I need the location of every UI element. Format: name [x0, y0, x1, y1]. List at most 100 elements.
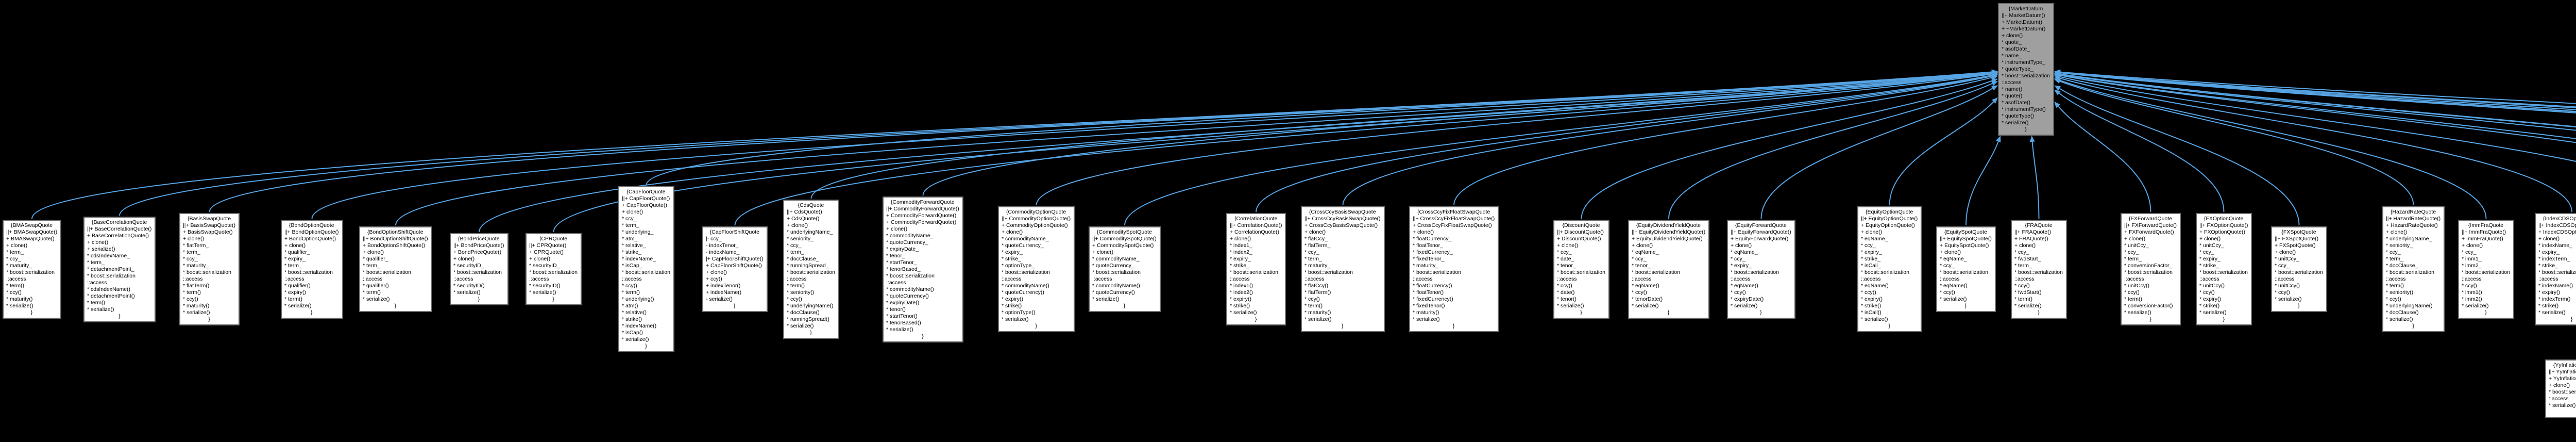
class-node-FXSpotQuote[interactable]: {FXSpotQuote||+ FXSpotQuote()+ FXSpotQuo… — [2271, 226, 2327, 312]
inheritance-edge — [646, 72, 1992, 186]
class-node-YyInflationCapFloorQuote[interactable]: {YyInflationCapFloorQuote||+ YyInflation… — [2545, 359, 2576, 418]
class-member: * tenor_ — [1557, 263, 1576, 269]
class-member: * expiry() — [1002, 296, 1024, 302]
class-member: * strike() — [1230, 303, 1250, 309]
class-member: ::access — [1940, 276, 1960, 282]
class-member: ::access — [2549, 396, 2569, 402]
class-member: + clone() — [1092, 249, 1114, 255]
inheritance-arrowhead — [2054, 85, 2061, 91]
closing-brace: } — [1964, 303, 1967, 309]
class-node-BondPriceQuote[interactable]: {BondPriceQuote||+ BondPriceQuote()+ Bon… — [450, 233, 509, 305]
inheritance-edge — [2060, 75, 2576, 143]
inheritance-arrowhead — [1991, 85, 1998, 91]
class-node-ImmFraQuote[interactable]: {ImmFraQuote||+ ImmFraQuote()+ ImmFraQuo… — [2458, 220, 2514, 319]
class-member: * fixedTenor() — [1413, 303, 1445, 309]
class-member: * serialize() — [2275, 296, 2302, 302]
class-node-EquityOptionQuote[interactable]: {EquityOptionQuote||+ EquityOptionQuote(… — [1857, 206, 1922, 332]
class-member: ||+ BMASwapQuote() — [6, 229, 58, 235]
closing-brace: } — [1255, 316, 1257, 322]
class-node-EquityDividendYieldQuote[interactable]: {EquityDividendYieldQuote||+ EquityDivid… — [1628, 220, 1710, 319]
class-member: * term_ — [1304, 256, 1322, 262]
class-node-CommodityForwardQuote[interactable]: {CommodityForwardQuote||+ CommodityForwa… — [883, 197, 963, 342]
closing-brace: } — [394, 303, 397, 309]
class-node-CrossCcyBasisSwapQuote[interactable]: {CrossCcyBasisSwapQuote||+ CrossCcyBasis… — [1301, 206, 1385, 332]
class-node-EquityForwardQuote[interactable]: {EquityForwardQuote||+ EquityForwardQuot… — [1727, 220, 1795, 319]
class-member: + CrossCcyFixFloatSwapQuote() — [1413, 222, 1492, 228]
class-node-FXForwardQuote[interactable]: {FXForwardQuote||+ FXForwardQuote()+ FXF… — [2121, 213, 2181, 325]
class-node-CapFloorShiftQuote[interactable]: {CapFloorShiftQuote|- ccy_- indexTenor_-… — [702, 226, 768, 312]
class-member: ::access — [6, 276, 26, 282]
class-member: * qualifier() — [284, 283, 311, 289]
class-node-FXOptionQuote[interactable]: {FXOptionQuote||+ FXOptionQuote()+ FXOpt… — [2196, 213, 2252, 325]
class-member: ::access — [1002, 276, 1022, 282]
class-member: ||+ BondOptionQuote() — [284, 229, 339, 235]
class-node-HazardRateQuote[interactable]: {HazardRateQuote||+ HazardRateQuote()+ H… — [2382, 206, 2445, 332]
class-node-CorrelationQuote[interactable]: {CorrelationQuote||+ CorrelationQuote()+… — [1226, 213, 1286, 325]
class-member: * ccy_ — [1632, 256, 1647, 262]
class-node-BasisSwapQuote[interactable]: {BasisSwapQuote||+ BasisSwapQuote()+ Bas… — [179, 213, 240, 325]
class-member: * securityID() — [529, 283, 561, 289]
class-member: * docClause_ — [2386, 263, 2418, 269]
class-node-CPRQuote[interactable]: {CPRQuote||+ CPRQuote()+ CPRQuote()+ clo… — [526, 233, 582, 305]
class-node-BMASwapQuote[interactable]: {BMASwapQuote||+ BMASwapQuote()+ BMASwap… — [3, 220, 62, 319]
class-member: + BMASwapQuote() — [6, 236, 55, 242]
class-member: * instrumentType() — [2002, 106, 2046, 112]
class-member: * startTenor_ — [886, 259, 917, 266]
class-member: * floatTenor() — [1413, 289, 1444, 296]
class-member: * serialize() — [1002, 316, 1029, 322]
class-member: * ccy_ — [183, 256, 198, 262]
class-member: * indexName() — [622, 323, 657, 329]
class-member: + clone() — [1557, 242, 1579, 249]
class-node-IndexCDSOptionQuote[interactable]: {IndexCDSOptionQuote||+ IndexCDSOptionQu… — [2535, 213, 2576, 325]
class-member: * boost::serialization — [363, 269, 411, 275]
class-member: + clone() — [1940, 249, 1961, 255]
class-member: * ccy_ — [1557, 249, 1572, 255]
class-member: * boost::serialization — [529, 269, 578, 275]
class-node-CdsQuote[interactable]: {CdsQuote||+ CdsQuote()+ CdsQuote()+ clo… — [783, 200, 839, 339]
class-member: * term() — [622, 289, 640, 296]
class-node-BondOptionQuote[interactable]: {BondOptionQuote||+ BondOptionQuote()+ B… — [281, 220, 343, 319]
class-member: * relative_ — [622, 242, 646, 249]
class-member: + CommoditySpotQuote() — [1092, 242, 1154, 249]
class-node-CapFloorQuote[interactable]: {CapFloorQuote||+ CapFloorQuote()+ CapFl… — [618, 186, 674, 352]
class-member: * conversionFactor_ — [2124, 263, 2173, 269]
class-member: + ~MarketDatum() — [2002, 26, 2046, 32]
class-member: * floatCurrency() — [1413, 283, 1452, 289]
class-title: {DiscountQuote — [1562, 222, 1600, 228]
class-node-CommoditySpotQuote[interactable]: {CommoditySpotQuote||+ CommoditySpotQuot… — [1089, 226, 1161, 312]
class-node-EquitySpotQuote[interactable]: {EquitySpotQuote||+ EquitySpotQuote()+ E… — [1936, 226, 1996, 312]
class-member: * term() — [2014, 296, 2032, 302]
class-member: * date_ — [1557, 256, 1574, 262]
class-member: * docClause() — [2386, 309, 2419, 316]
inheritance-edge — [1581, 80, 1992, 219]
class-member: * boost::serialization — [2462, 269, 2510, 275]
class-member: * term() — [363, 289, 381, 296]
class-member: * ccy_ — [622, 216, 637, 222]
class-member: ||+ CdsQuote() — [787, 209, 822, 215]
class-member: * runningSpread() — [787, 316, 829, 322]
class-node-CommodityOptionQuote[interactable]: {CommodityOptionQuote||+ CommodityOption… — [998, 206, 1075, 332]
class-node-DiscountQuote[interactable]: {DiscountQuote||+ DiscountQuote()+ Disco… — [1553, 220, 1609, 319]
class-title: {YyInflationCapFloorQuote — [2553, 362, 2576, 368]
class-member: * boost::serialization — [2199, 269, 2248, 275]
class-member: + HazardRateQuote() — [2386, 222, 2438, 228]
inheritance-edge — [1668, 83, 1993, 219]
class-member: * atm() — [622, 303, 638, 309]
closing-brace: } — [734, 303, 736, 309]
class-member: ::access — [1304, 276, 1325, 282]
class-node-BondOptionShiftQuote[interactable]: {BondOptionShiftQuote||+ BondOptionShift… — [359, 226, 432, 312]
class-member: * serialize() — [1557, 303, 1584, 309]
class-member: * flatCcy_ — [1304, 236, 1328, 242]
class-member: * ccy_ — [1731, 256, 1745, 262]
class-node-FRAQuote[interactable]: {FRAQuote||+ FRAQuote()+ FRAQuote()+ clo… — [2011, 220, 2067, 319]
class-member: + clone() — [2538, 236, 2560, 242]
class-node-BaseCorrelationQuote[interactable]: {BaseCorrelationQuote||+ BaseCorrelation… — [83, 217, 156, 322]
class-node-CrossCcyFixFloatSwapQuote[interactable]: {CrossCcyFixFloatSwapQuote||+ CrossCcyFi… — [1409, 206, 1499, 332]
inheritance-edge — [2060, 76, 2576, 162]
class-node-MarketDatum[interactable]: {MarketDatum||+ MarketDatum()+ MarketDat… — [1998, 3, 2054, 136]
class-member: * boost::serialization — [2549, 389, 2576, 395]
class-member: * boost::serialization — [2538, 269, 2576, 275]
class-member: * cdsIndexName() — [87, 286, 131, 292]
class-title: {CrossCcyFixFloatSwapQuote — [1417, 209, 1490, 215]
class-member: * serialize() — [2124, 309, 2151, 316]
